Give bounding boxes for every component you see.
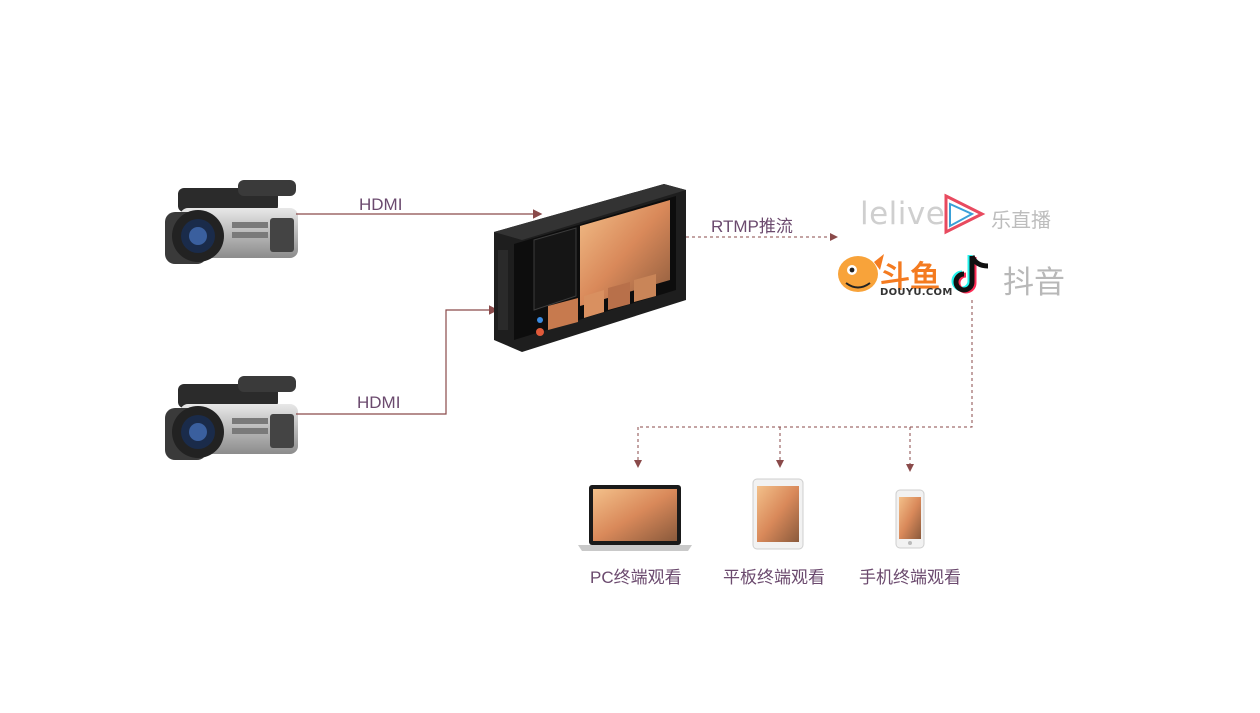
douyin-wordmark: 抖音 (1003, 265, 1065, 301)
hdmi-label-1: HDMI (359, 195, 403, 214)
encoder-device-icon (494, 184, 686, 352)
viewer-phone-label: 手机终端观看 (859, 568, 961, 587)
hdmi-label-2: HDMI (357, 393, 401, 412)
douyu-mascot-icon (838, 254, 884, 292)
hdmi-link-2 (296, 305, 499, 415)
viewer-tablet-label: 平板终端观看 (723, 568, 825, 587)
distribution-lines (634, 300, 973, 472)
rtmp-label: RTMP推流 (711, 217, 793, 236)
tablet-icon (752, 478, 804, 550)
camera-1-icon (165, 180, 298, 264)
camera-2-icon (165, 376, 298, 460)
lelive-cn-name: 乐直播 (991, 208, 1051, 232)
lelive-wordmark: lelive (860, 196, 946, 232)
viewer-pc-label: PC终端观看 (590, 568, 682, 587)
douyu-domain: DOUYU.COM (880, 287, 953, 298)
laptop-icon (578, 485, 692, 551)
phone-icon (895, 489, 925, 549)
douyin-logo-icon (951, 254, 989, 294)
lelive-logo-icon (944, 193, 986, 235)
douyu-wordmark: 斗鱼 (880, 260, 940, 295)
